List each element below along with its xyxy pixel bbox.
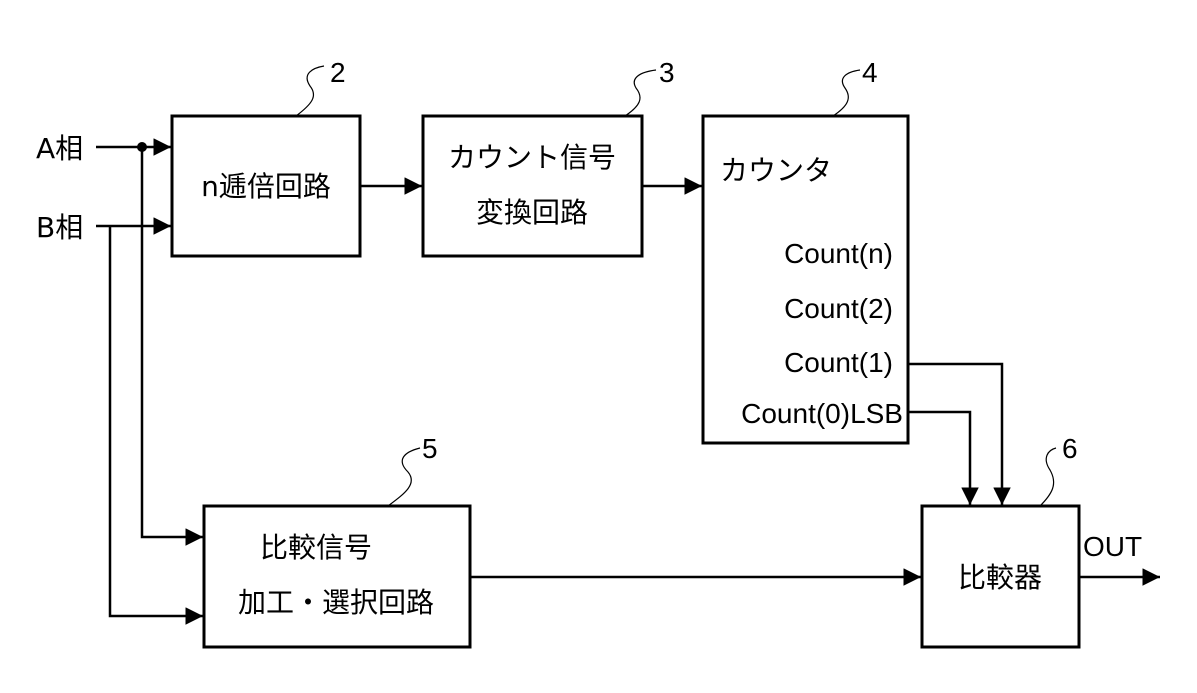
counter-output-1: Count(1): [784, 347, 893, 378]
converter-ref-leader: [625, 70, 656, 116]
multiplier-label: n逓倍回路: [201, 170, 331, 203]
phase-b-label: B相: [36, 211, 83, 244]
wire-phase-b-to-selector: [110, 226, 203, 616]
counter-output-0-lsb: Count(0)LSB: [741, 398, 903, 429]
converter-block: カウント信号 変換回路 3: [423, 57, 675, 256]
counter-output-n: Count(n): [784, 238, 893, 269]
wire-count0-to-comparator: [908, 412, 970, 505]
counter-output-2: Count(2): [784, 293, 893, 324]
counter-block: カウンタ Count(n) Count(2) Count(1) Count(0)…: [703, 57, 908, 443]
wire-count1-to-comparator: [908, 364, 1002, 505]
converter-label-line2: 変換回路: [476, 196, 588, 229]
converter-ref-number: 3: [659, 57, 675, 88]
selector-ref-leader: [388, 448, 420, 506]
comparator-ref-number: 6: [1062, 433, 1078, 464]
phase-a-label: A相: [36, 132, 83, 165]
multiplier-block: n逓倍回路 2: [172, 57, 360, 256]
multiplier-ref-number: 2: [330, 57, 346, 88]
output-label: OUT: [1083, 531, 1142, 562]
selector-label-line1: 比較信号: [260, 531, 372, 564]
comparator-label: 比較器: [958, 561, 1042, 594]
comparator-ref-leader: [1040, 448, 1056, 506]
counter-ref-number: 4: [862, 57, 878, 88]
counter-label: カウンタ: [720, 154, 832, 187]
selector-ref-number: 5: [422, 433, 438, 464]
selector-label-line2: 加工・選択回路: [238, 586, 434, 619]
multiplier-ref-leader: [296, 66, 324, 116]
comparator-block: 比較器 6: [922, 433, 1079, 647]
counter-ref-leader: [833, 70, 860, 116]
converter-label-line1: カウント信号: [448, 141, 616, 174]
selector-block: 比較信号 加工・選択回路 5: [204, 433, 470, 647]
